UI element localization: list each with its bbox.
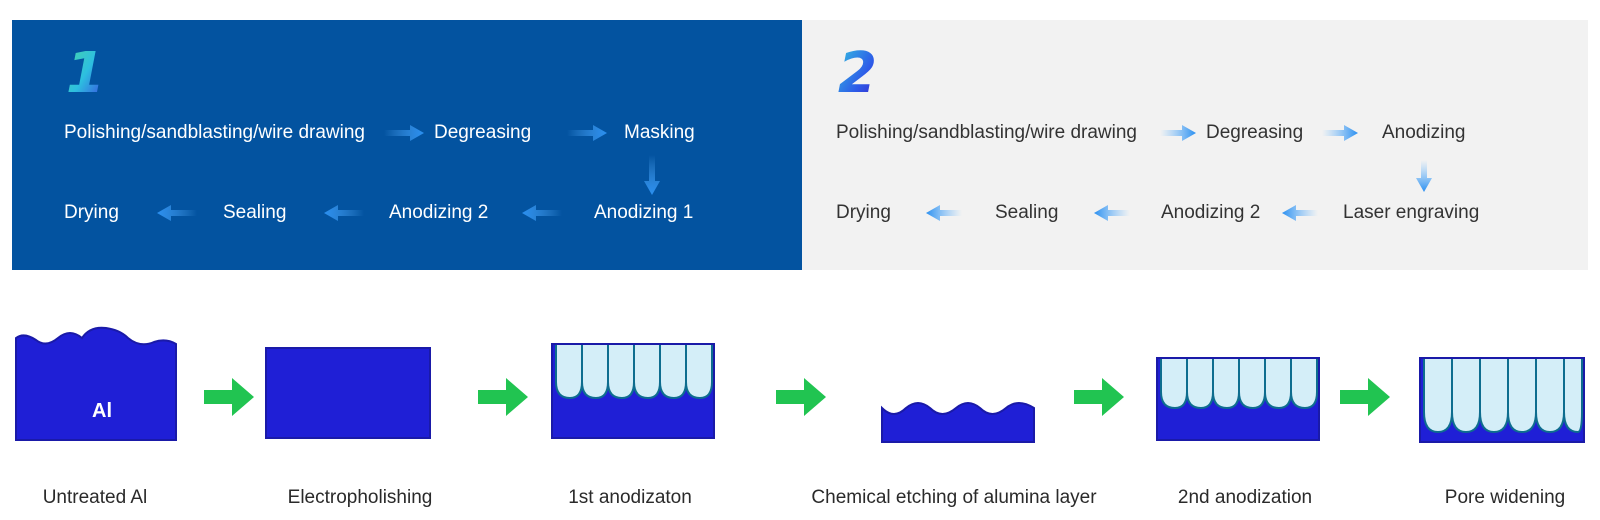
p1-step-anodizing-2: Anodizing 2	[389, 202, 489, 223]
arrow-right-icon	[1074, 378, 1124, 416]
arrow-left-icon	[157, 205, 197, 221]
p1-step-masking: Masking	[624, 122, 695, 143]
caption-pore-widening: Pore widening	[1444, 487, 1566, 508]
p1-step-sealing: Sealing	[223, 202, 287, 223]
arrow-right-icon	[1160, 125, 1196, 141]
p2-step-sealing: Sealing	[995, 202, 1059, 223]
arrow-right-icon	[478, 378, 528, 416]
first-anodization-diagram	[551, 343, 715, 439]
arrow-right-icon	[776, 378, 826, 416]
arrow-left-icon	[522, 205, 562, 221]
caption-untreated-al: Untreated Al	[42, 487, 148, 508]
arrow-left-icon	[1282, 205, 1318, 221]
arrow-down-icon	[1416, 160, 1432, 192]
p1-step-polishing: Polishing/sandblasting/wire drawing	[64, 122, 366, 143]
al-label: Al	[92, 400, 112, 422]
caption-electropolishing: Electropholishing	[287, 487, 433, 508]
caption-2nd-anodization: 2nd anodization	[1177, 487, 1313, 508]
chemical-etched-diagram	[881, 402, 1035, 443]
arrow-right-icon	[1340, 378, 1390, 416]
p1-step-drying: Drying	[64, 202, 119, 223]
number-1-text: 1	[66, 42, 105, 102]
untreated-al-diagram: Al	[15, 326, 177, 441]
p2-step-anodizing-2: Anodizing 2	[1161, 202, 1261, 223]
arrow-left-icon	[1094, 205, 1130, 221]
step-number-2-badge: 2	[838, 42, 877, 102]
arrow-right-icon	[1322, 125, 1358, 141]
electropolished-al-diagram	[265, 347, 431, 439]
p2-step-degreasing: Degreasing	[1206, 122, 1304, 143]
process-panel-2: 2 Polishing/sandblasting/wire drawing De…	[802, 20, 1588, 270]
arrow-down-icon	[644, 155, 660, 195]
arrow-right-icon	[384, 125, 424, 141]
step-number-1-badge: 1	[66, 42, 105, 102]
p1-step-anodizing-1: Anodizing 1	[594, 202, 694, 223]
pore-widening-diagram	[1419, 357, 1585, 443]
p2-step-anodizing: Anodizing	[1382, 122, 1466, 143]
number-2-text: 2	[838, 42, 877, 102]
arrow-right-icon	[567, 125, 607, 141]
p1-step-degreasing: Degreasing	[434, 122, 532, 143]
second-anodization-diagram	[1156, 357, 1320, 441]
process-panel-1: 1 Polishing/sandblasting/wire drawing De…	[12, 20, 802, 270]
caption-1st-anodization: 1st anodizaton	[568, 487, 692, 508]
caption-chemical-etching: Chemical etching of alumina layer	[811, 487, 1097, 508]
p2-step-laser-engraving: Laser engraving	[1343, 202, 1480, 223]
arrow-right-icon	[204, 378, 254, 416]
p2-step-drying: Drying	[836, 202, 891, 223]
arrow-left-icon	[324, 205, 364, 221]
arrow-left-icon	[926, 205, 962, 221]
p2-step-polishing: Polishing/sandblasting/wire drawing	[836, 122, 1138, 143]
